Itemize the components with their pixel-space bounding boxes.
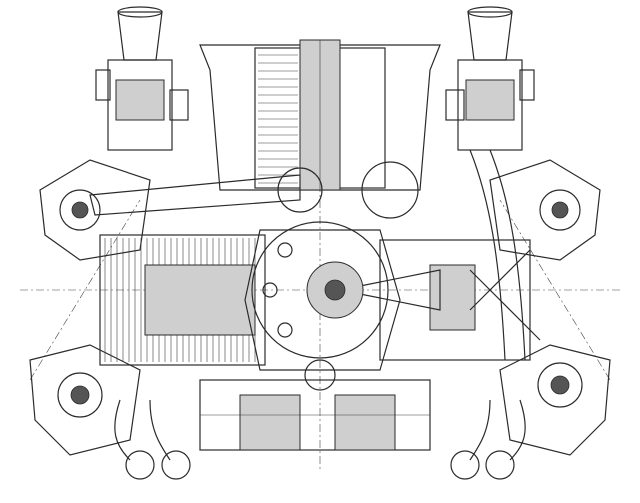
pipe-opening bbox=[485, 450, 515, 480]
pipe-openings bbox=[125, 450, 515, 480]
fan-housing bbox=[199, 39, 441, 191]
right-carburetor bbox=[445, 6, 535, 151]
left-cylinder bbox=[99, 234, 266, 366]
left-carburetor bbox=[95, 6, 189, 151]
crankcase bbox=[244, 221, 401, 391]
lower-housing bbox=[199, 379, 431, 451]
right-lower-head bbox=[499, 344, 611, 456]
right-upper-head bbox=[489, 159, 601, 261]
pipe-opening bbox=[125, 450, 155, 480]
fan-fins bbox=[258, 54, 298, 184]
upper-connecting-rod bbox=[89, 161, 419, 219]
left-lower-head bbox=[29, 344, 141, 456]
pipe-opening bbox=[450, 450, 480, 480]
pipe-opening bbox=[161, 450, 191, 480]
left-upper-head bbox=[39, 159, 151, 261]
right-cylinder bbox=[339, 239, 541, 361]
exhaust-pipes bbox=[114, 149, 526, 461]
